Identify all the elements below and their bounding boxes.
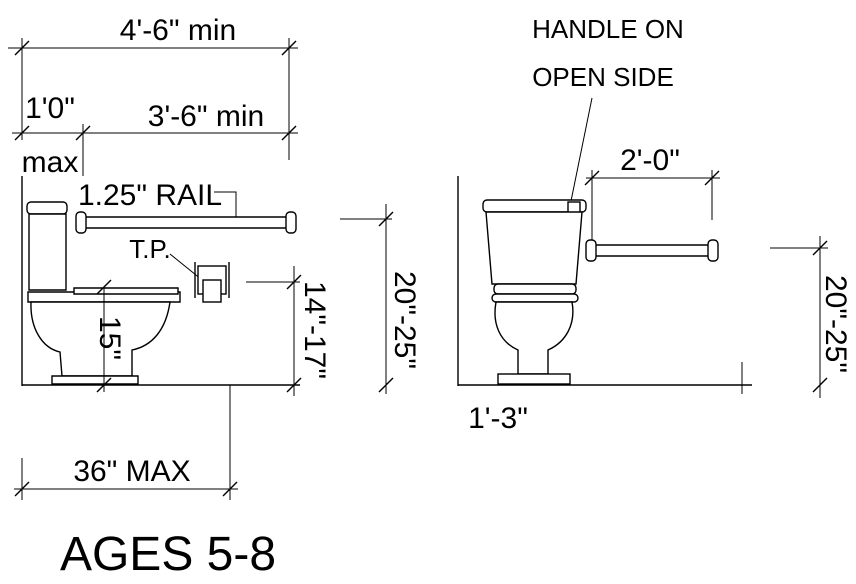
side-toilet	[26, 201, 181, 385]
rail-length-dimension	[12, 124, 298, 176]
diagram-title: AGES 5-8	[60, 528, 276, 581]
tp-dispenser	[194, 262, 230, 303]
front-offset-max-label: max	[22, 146, 79, 179]
front-rail-height-dimension	[770, 236, 828, 398]
dispenser-max-label: 36" MAX	[73, 455, 190, 488]
front-rail-height-label: 20"-25"	[819, 275, 852, 373]
seat-height-dimension	[96, 279, 112, 393]
seat-height-label: 15"	[93, 316, 126, 360]
tp-height-label: 14"-17"	[298, 281, 331, 379]
tp-label: T.P.	[129, 234, 170, 264]
front-view: HANDLE ON OPEN SIDE 2'-0"	[457, 14, 852, 435]
front-toilet	[482, 199, 587, 385]
front-offset-label: 1'0"	[25, 92, 75, 125]
side-grab-bar	[75, 211, 297, 234]
front-grab-bar	[585, 239, 719, 262]
handle-note-line2: OPEN SIDE	[532, 62, 674, 92]
front-rail-length-label: 2'-0"	[620, 144, 680, 177]
centerline-label: 1'-3"	[468, 402, 528, 435]
overall-width-dimension	[8, 38, 298, 160]
rail-label: 1.25" RAIL	[78, 179, 222, 212]
side-rail-height-label: 20"-25"	[388, 271, 421, 369]
tp-height-dimension	[246, 266, 302, 396]
handle-leader	[569, 97, 593, 207]
side-rail-height-dimension	[340, 204, 394, 394]
rail-leader	[214, 191, 237, 218]
front-rail-length-dimension	[584, 170, 720, 245]
handle-note-line1: HANDLE ON	[532, 14, 684, 44]
dispenser-max-dimension	[14, 385, 238, 500]
side-view: 4'-6" min 1'0" 3'-6" min max 1.25" RAIL	[8, 14, 421, 500]
rail-length-label: 3'-6" min	[148, 100, 264, 133]
overall-width-label: 4'-6" min	[120, 14, 236, 47]
